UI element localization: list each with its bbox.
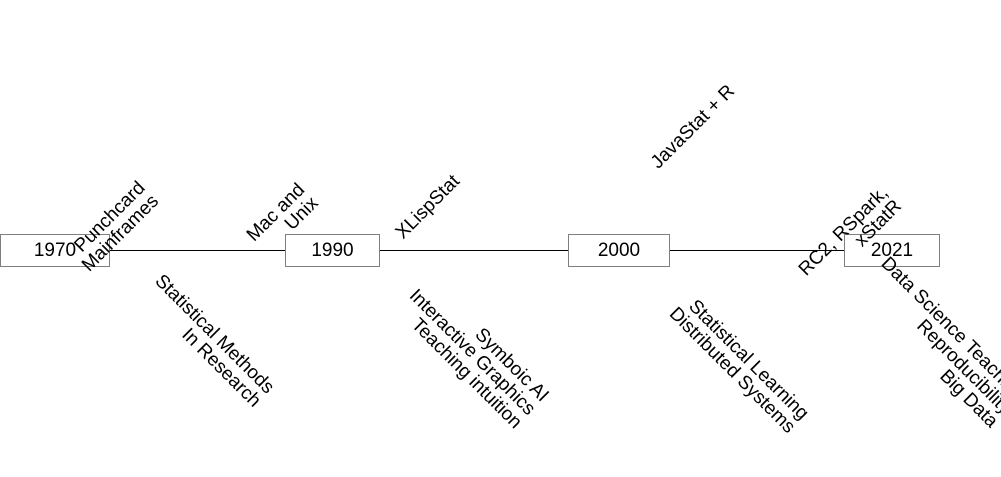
connector-1990-2000 [379,250,569,251]
label-above-javastat-line-1: JavaStat + R [647,81,740,174]
label-above-xlispstat-line-1: XLispStat [392,171,465,244]
label-below-statistical-methods-line-2: In Research [177,324,265,412]
label-above-xlispstat: XLispStat [392,171,465,244]
year-box-1990: 1990 [285,234,380,267]
connector-1970-1990 [109,250,285,251]
year-box-2000: 2000 [568,234,670,267]
label-below-statistical-methods-line-1: Statistical Methods [150,270,279,399]
label-below-statistical-learning-line-1: Statistical Learning [684,295,813,425]
label-above-javastat: JavaStat + R [647,81,740,174]
year-box-1970: 1970 [0,234,110,267]
connector-2000-2021 [669,250,845,251]
label-below-symbolic-ai-line-2: Interactive Graphics [405,284,540,420]
year-box-2021: 2021 [844,234,940,267]
label-below-statistical-learning-line-2: Distributed Systems [664,303,800,438]
